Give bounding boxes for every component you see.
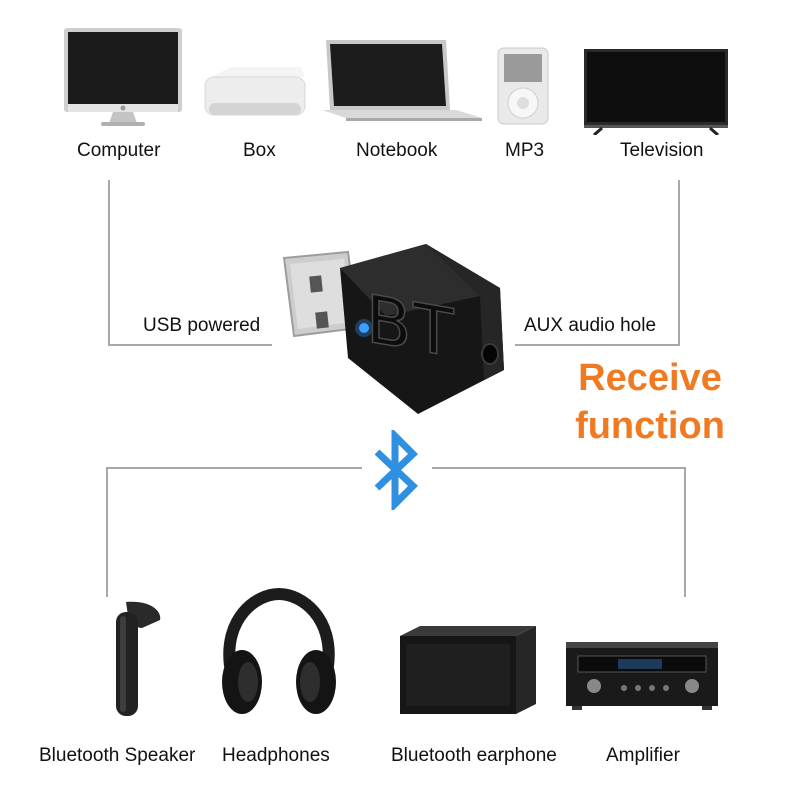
mode-title-line-2: function (575, 405, 725, 447)
connector-left-vertical-top (108, 180, 110, 346)
connector-bottom-vertical-left (106, 467, 108, 597)
source-device-computer (55, 22, 190, 127)
mode-title-line-1: Receive (578, 357, 722, 399)
speaker-icon (400, 626, 536, 714)
output-device-headphones (216, 587, 342, 718)
source-label-television: Television (620, 140, 704, 161)
output-device-bluetooth-earphone (398, 624, 538, 716)
notebook-icon (322, 40, 482, 121)
source-label-mp3: MP3 (505, 140, 545, 161)
bluetooth-headset-icon (116, 601, 161, 716)
computer-icon (64, 28, 182, 126)
usb-powered-label: USB powered (143, 315, 261, 336)
output-label-bluetooth-earphone: Bluetooth earphone (391, 745, 557, 766)
connector-right-horizontal-top (515, 344, 680, 346)
box-icon (204, 67, 306, 116)
source-device-box (203, 65, 309, 121)
bluetooth-symbol (371, 427, 421, 513)
adapter-brand-text: BT (365, 279, 456, 373)
bluetooth-icon (374, 427, 419, 513)
headphones-icon (222, 587, 336, 714)
connector-bottom-vertical-right (684, 467, 686, 597)
source-device-notebook (318, 38, 484, 122)
amplifier-icon (566, 642, 718, 710)
output-device-bluetooth-speaker (104, 598, 166, 720)
output-label-amplifier: Amplifier (606, 745, 680, 766)
mp3-player-icon (497, 47, 549, 125)
usb-adapter-icon (282, 244, 504, 414)
output-label-headphones: Headphones (222, 745, 330, 766)
television-icon (584, 49, 728, 137)
connector-bottom-horizontal-left (106, 467, 362, 469)
aux-audio-hole-label: AUX audio hole (524, 315, 657, 336)
connector-right-vertical-top (678, 180, 680, 346)
source-label-computer: Computer (77, 140, 161, 161)
connector-left-horizontal-top (108, 344, 272, 346)
output-label-bluetooth-speaker: Bluetooth Speaker (39, 745, 196, 766)
source-label-notebook: Notebook (356, 140, 438, 161)
output-device-amplifier (564, 640, 720, 712)
bluetooth-adapter: BT (276, 238, 516, 420)
source-label-box: Box (243, 140, 276, 161)
connector-bottom-horizontal-right (432, 467, 686, 469)
source-device-television (582, 47, 730, 137)
source-device-mp3 (496, 46, 550, 126)
